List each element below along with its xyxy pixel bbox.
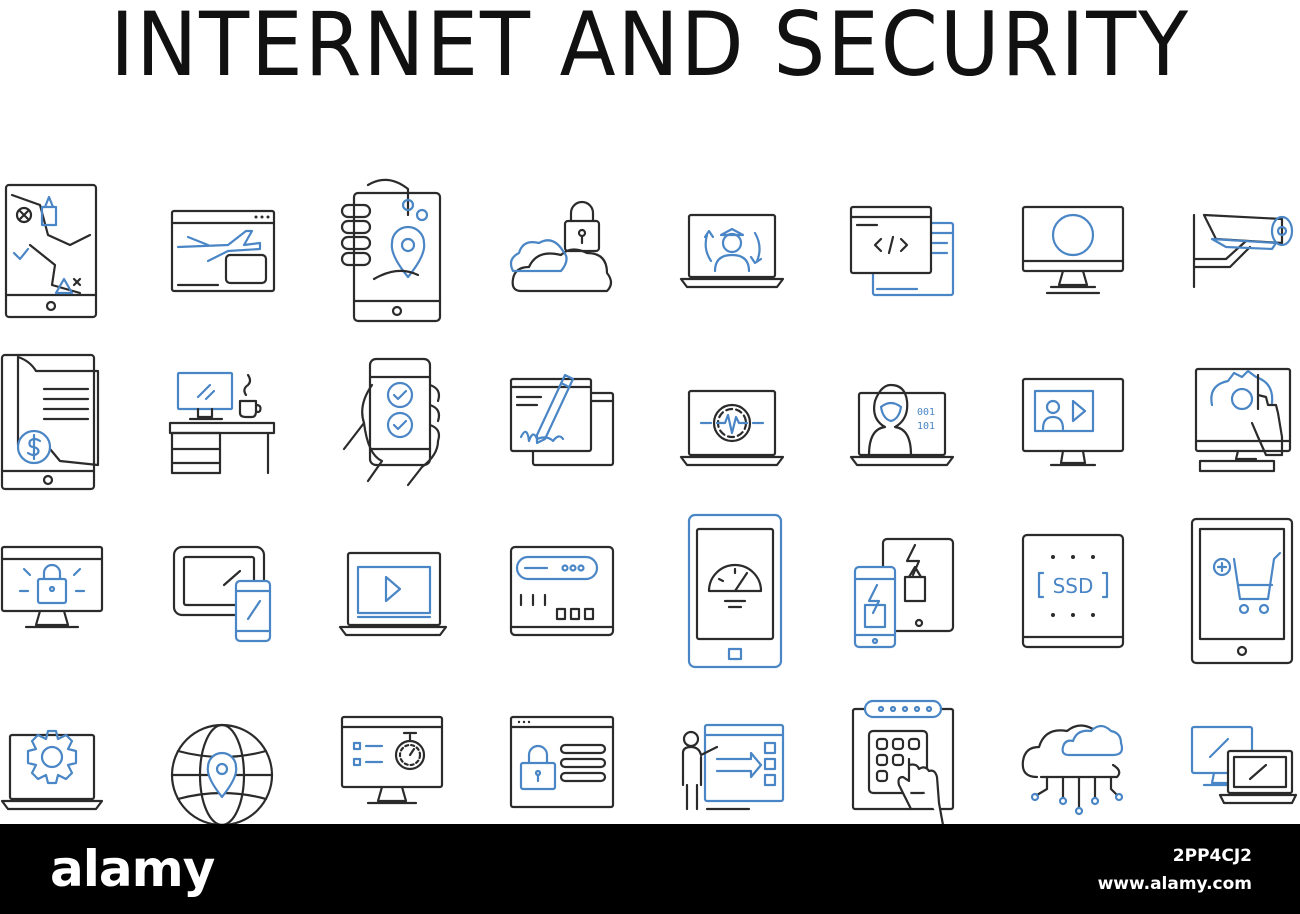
- document-signature-icon: [507, 345, 617, 495]
- laptop-support-agent-icon: [677, 175, 787, 325]
- security-camera-icon: [1186, 175, 1296, 325]
- svg-text:101: 101: [917, 421, 935, 432]
- svg-text:SSD: SSD: [1053, 574, 1094, 598]
- computer-gear-touch-icon: [1186, 345, 1296, 495]
- brand-logo: alamy: [50, 840, 215, 898]
- site-url: www.alamy.com: [1097, 874, 1252, 894]
- keypad-touch-icon: [847, 685, 957, 835]
- monitor-video-call-icon: [1017, 345, 1127, 495]
- phone-location-hand-icon: [338, 175, 448, 325]
- browser-lock-form-icon: [507, 685, 617, 835]
- tablet-invoice-dollar-icon: [0, 345, 110, 495]
- computer-laptop-devices-icon: [1186, 685, 1298, 835]
- tablet-shopping-cart-icon: [1186, 515, 1296, 665]
- svg-text:001: 001: [917, 407, 935, 418]
- globe-location-icon: [168, 685, 278, 835]
- computer-desk-icon: [168, 345, 278, 495]
- laptop-gear-pulse-icon: [677, 345, 787, 495]
- browser-airplane-icon: [168, 175, 278, 325]
- monitor-circle-icon: [1017, 175, 1127, 325]
- code-window-icon: [847, 175, 957, 325]
- tablet-map-icon: [0, 175, 110, 325]
- cloud-network-icon: [1017, 685, 1127, 835]
- laptop-video-player-icon: [338, 515, 448, 665]
- phone-tablet-charging-icon: [847, 515, 957, 665]
- laptop-gear-icon: [0, 685, 110, 835]
- page-title: INTERNET AND SECURITY: [110, 0, 1190, 96]
- presenter-screen-icon: [677, 685, 787, 835]
- phone-speedometer-icon: [677, 513, 787, 669]
- tablet-phone-devices-icon: [168, 515, 278, 665]
- cloud-lock-icon: [507, 175, 617, 325]
- monitor-lock-icon: [0, 515, 110, 665]
- image-code: 2PP4CJ2: [1172, 846, 1252, 866]
- monitor-stopwatch-icon: [338, 685, 448, 835]
- ssd-drive-icon: SSD: [1017, 515, 1127, 665]
- footer-bar: alamy 2PP4CJ2 www.alamy.com: [0, 824, 1300, 914]
- hardware-board-icon: [507, 515, 617, 665]
- phone-checklist-hand-icon: [338, 345, 448, 495]
